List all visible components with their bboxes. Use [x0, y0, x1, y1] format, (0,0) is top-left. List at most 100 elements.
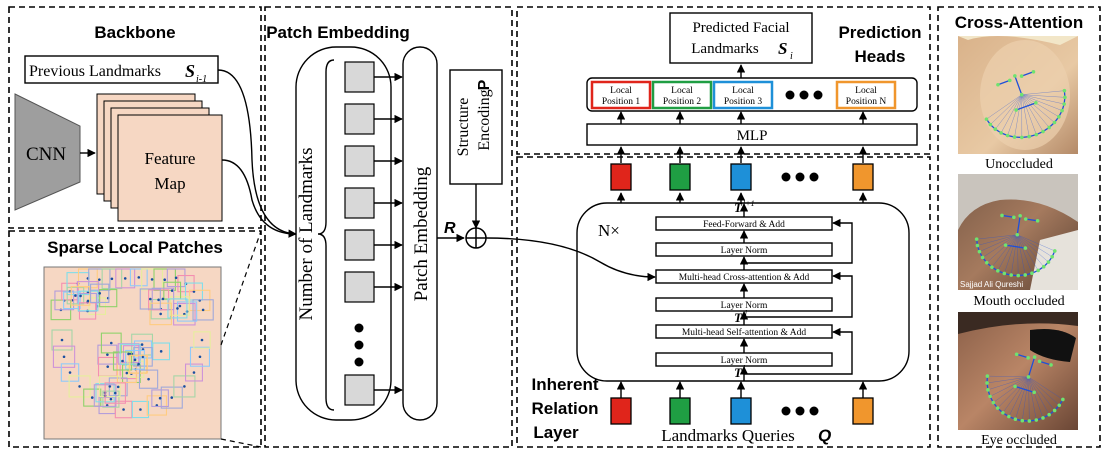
landmarks-overlay-eye-occluded [985, 352, 1065, 423]
backbone-title: Backbone [94, 23, 175, 42]
attention-link [989, 376, 1029, 397]
landmark-point [986, 388, 990, 392]
positions-ellipsis [785, 90, 823, 100]
t-mid-sup: 'l [743, 309, 748, 318]
patch-square [138, 369, 159, 389]
landmark-point [984, 260, 989, 265]
landmark-point [1034, 418, 1039, 422]
landmark-point [988, 122, 993, 127]
patch-center [116, 385, 120, 389]
patch-square [166, 268, 186, 288]
attention-link [1021, 94, 1050, 128]
prev-landmarks-connector [217, 69, 297, 238]
patch-center [157, 298, 160, 302]
patch-square [99, 375, 121, 398]
attention-link [1002, 376, 1029, 413]
patch-center [98, 278, 101, 281]
landmark-point [1052, 249, 1057, 253]
predicted-landmarks-box [669, 12, 813, 64]
patch-square [129, 354, 148, 374]
local-position-label: Local [855, 86, 877, 96]
landmark-point [1020, 135, 1024, 140]
attention-link [1028, 376, 1064, 400]
self-attention-label: Multi-head Self-attention & Add [682, 327, 807, 338]
patch-embedding-module-label: Patch Embedding [411, 166, 432, 301]
predicted-landmarks-symbol: S [778, 39, 787, 58]
attention-link [1021, 94, 1055, 123]
landmark-point [1061, 397, 1065, 402]
landmark-point [1026, 375, 1031, 379]
attention-link [1010, 234, 1018, 276]
attention-link [1028, 376, 1037, 421]
landmark-point [1015, 232, 1020, 237]
patch-center [178, 304, 182, 308]
cross-attention-panel: Cross-Attention Unoccluded Sajjad Ali Qu… [937, 6, 1101, 448]
attention-link [997, 376, 1029, 409]
landmark-point [1018, 213, 1022, 218]
landmarks-brace [317, 59, 335, 411]
attention-link [1028, 376, 1055, 411]
landmark-point [1013, 74, 1017, 78]
landmark-point [1047, 125, 1051, 130]
patch-center [133, 358, 137, 362]
queries-symbol: Q [818, 426, 831, 445]
t-top-sup: l+1 [743, 199, 755, 208]
landmark-link [1027, 356, 1036, 378]
landmark-point [1023, 217, 1028, 221]
attention-link [1028, 376, 1044, 419]
landmark-link [1016, 353, 1029, 359]
landmark-link [1016, 215, 1021, 235]
landmark-point [1052, 120, 1057, 125]
patch-center [62, 355, 66, 359]
landmark-point [1027, 134, 1031, 139]
predicted-landmarks-subscript: i [790, 51, 793, 62]
local-position-label: Position 2 [663, 97, 702, 107]
landmark-point [993, 127, 998, 131]
patch-tokens [344, 61, 375, 406]
patch-square [66, 286, 85, 305]
landmark-point [1027, 419, 1032, 423]
attention-link [1021, 94, 1065, 105]
patch-center [110, 277, 114, 281]
patch-center [98, 291, 102, 295]
patch-square [115, 268, 136, 289]
attention-link [1004, 234, 1018, 274]
attention-link [987, 375, 1029, 378]
patch-center [74, 294, 77, 297]
landmark-point [1002, 271, 1007, 276]
landmarks-overlay-unoccluded [984, 69, 1067, 140]
patch-square [97, 344, 118, 365]
landmark-point [1007, 414, 1011, 419]
patch-center [137, 362, 140, 366]
landmark-point [1023, 273, 1028, 277]
local-position-label: Position 3 [724, 97, 763, 107]
t-bottom-sup: l [743, 364, 746, 373]
patch-center [198, 355, 202, 359]
local-position-label: Local [671, 86, 693, 96]
sparse-patches-title: Sparse Local Patches [47, 238, 223, 257]
patch-square [160, 386, 183, 409]
landmark-point [1013, 384, 1017, 389]
landmark-point [1041, 416, 1045, 420]
structure-encoding-symbol: P [476, 79, 493, 90]
patch-center [170, 396, 174, 399]
landmark-point [1014, 352, 1019, 357]
structure-encoding-label-1: Structure [455, 98, 472, 157]
attention-link [1021, 94, 1030, 137]
predicted-landmarks-label-2: Landmarks [691, 41, 759, 57]
backbone-panel: Backbone Previous Landmarks S i-1 CNN Fe… [8, 6, 262, 229]
patch-square [125, 349, 145, 370]
patch-square [167, 298, 188, 319]
attention-link [982, 234, 1018, 258]
landmark-link [1039, 360, 1052, 366]
patch-embedding-title: Patch Embedding [266, 23, 410, 42]
cnn-block [14, 93, 81, 211]
patch-embedding-panel: Patch Embedding Number of Landmarks [264, 6, 513, 448]
patch-center [109, 341, 113, 345]
caption-eye-occluded: Eye occluded [981, 433, 1057, 448]
attention-link [1021, 94, 1063, 111]
local-position-label: Local [732, 86, 754, 96]
landmark-link [1021, 71, 1034, 77]
